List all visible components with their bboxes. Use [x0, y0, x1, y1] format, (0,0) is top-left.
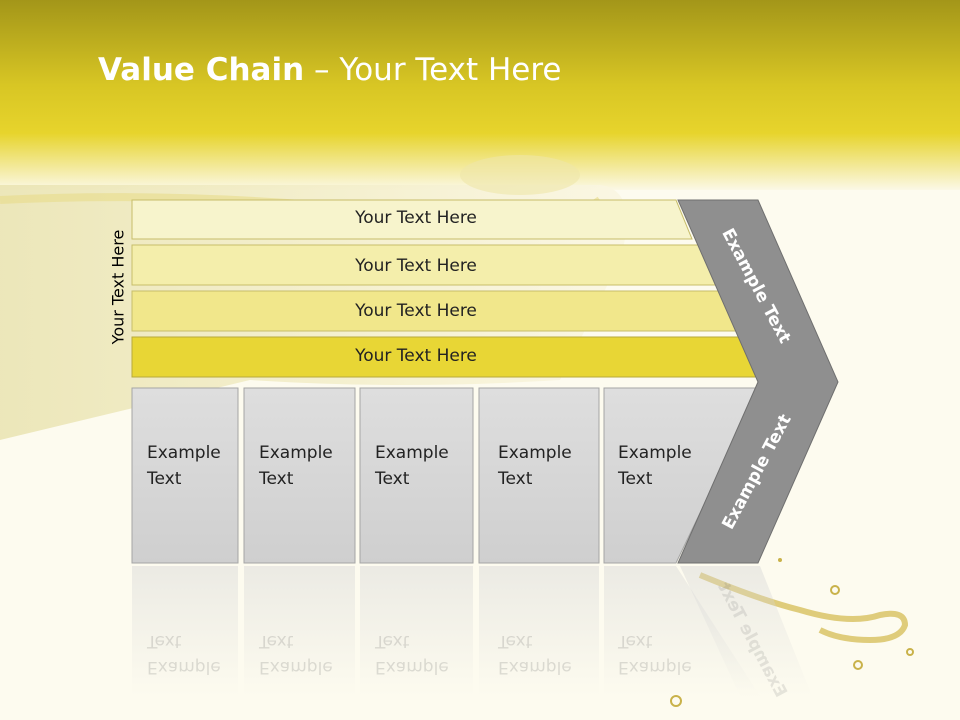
chevron-arrow: [677, 199, 839, 564]
header-band: [0, 0, 960, 190]
layer-2-label: Your Text Here: [355, 256, 477, 276]
layer-1-label: Your Text Here: [355, 208, 477, 228]
oil-splash: [698, 572, 909, 644]
box-5: [603, 387, 761, 564]
layer-1: [131, 199, 693, 240]
box-3: [359, 387, 474, 564]
box-4: [478, 387, 600, 564]
box-1: [131, 387, 239, 564]
layer-4-label: Your Text Here: [355, 346, 477, 366]
slide-title: Value Chain – Your Text Here: [98, 52, 562, 88]
side-label: Your Text Here: [108, 229, 128, 345]
box-2: [243, 387, 356, 564]
layer-3-label: Your Text Here: [355, 301, 477, 321]
